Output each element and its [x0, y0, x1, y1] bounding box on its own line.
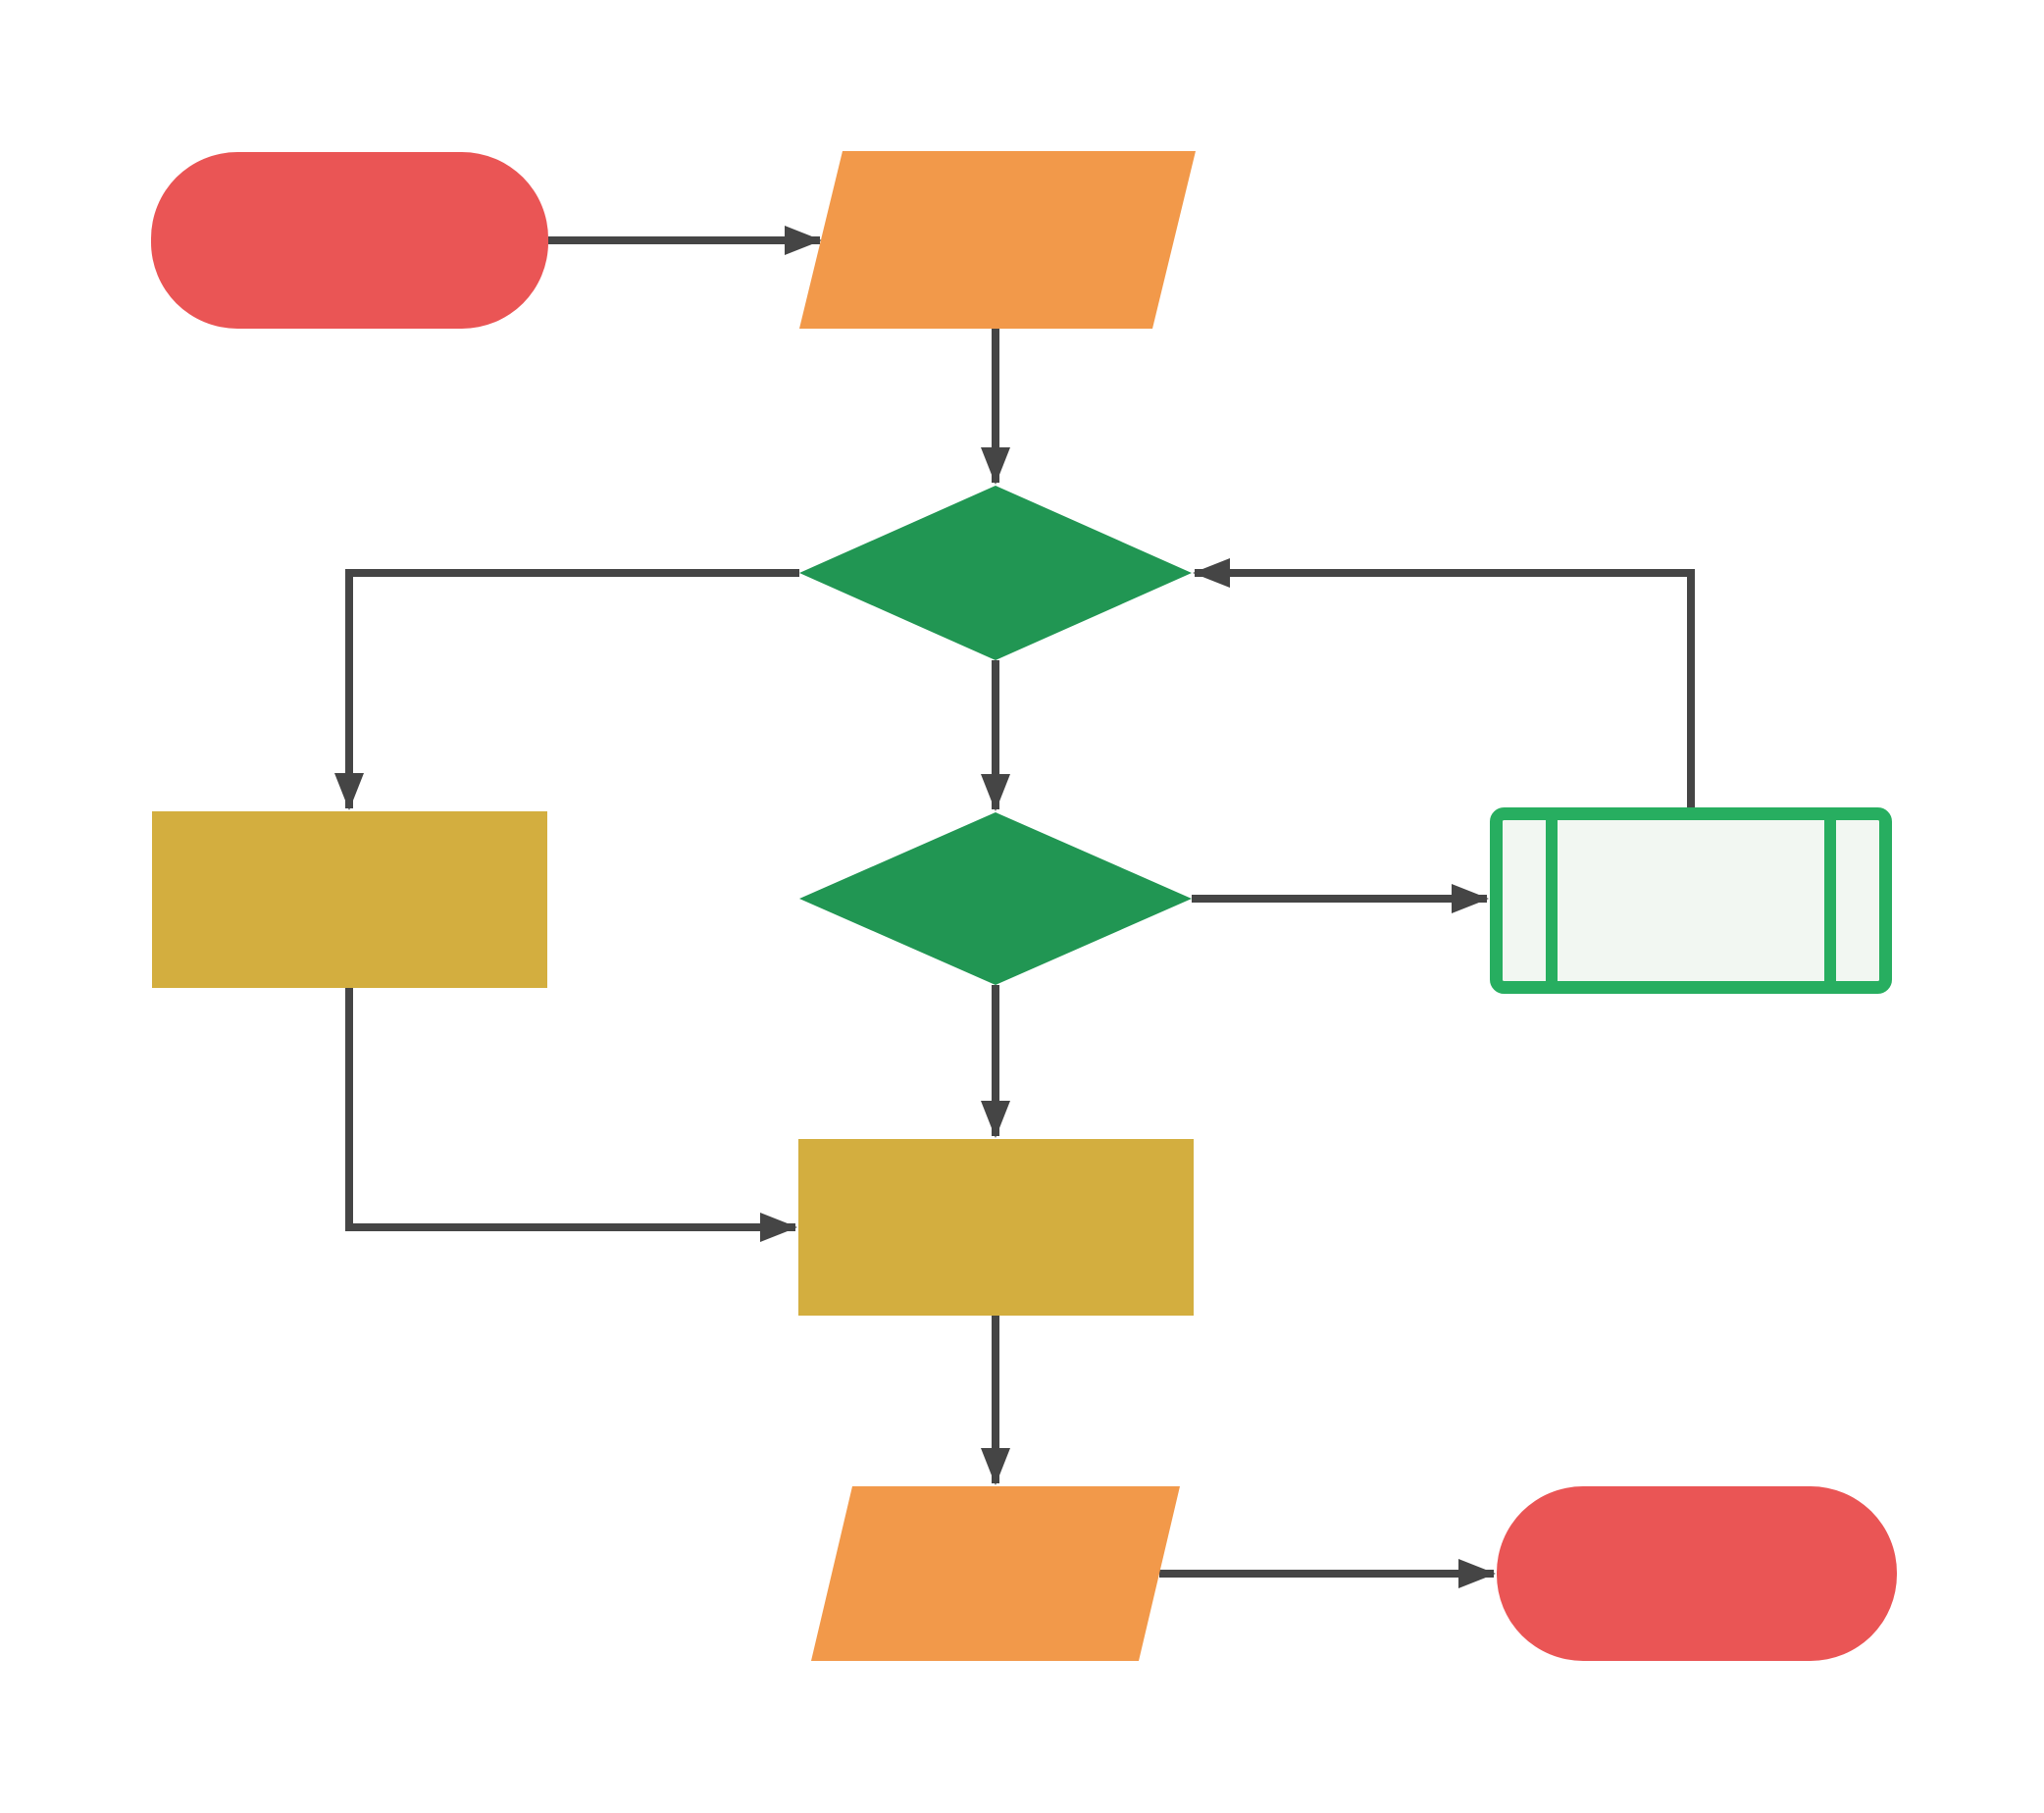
end-terminator-shape — [1497, 1486, 1897, 1661]
predefined-process-outer-rect — [1490, 807, 1892, 994]
input-output-parallelogram-bottom — [811, 1486, 1180, 1661]
connector-process-left-to-process-center — [345, 988, 797, 1242]
start-terminator-shape — [151, 152, 548, 329]
process-rectangle-left — [152, 811, 547, 988]
connector-decision1-to-process-left — [334, 569, 799, 810]
process-rectangle-center — [798, 1139, 1194, 1316]
decision-diamond-upper — [799, 486, 1192, 660]
shape-layer — [151, 151, 1897, 1661]
connector-layer — [334, 226, 1695, 1588]
decision-diamond-lower — [799, 812, 1192, 985]
connector-predefined-to-decision1 — [1193, 558, 1695, 807]
predefined-process-shape-right — [1490, 807, 1892, 994]
input-output-parallelogram-top — [799, 151, 1196, 329]
